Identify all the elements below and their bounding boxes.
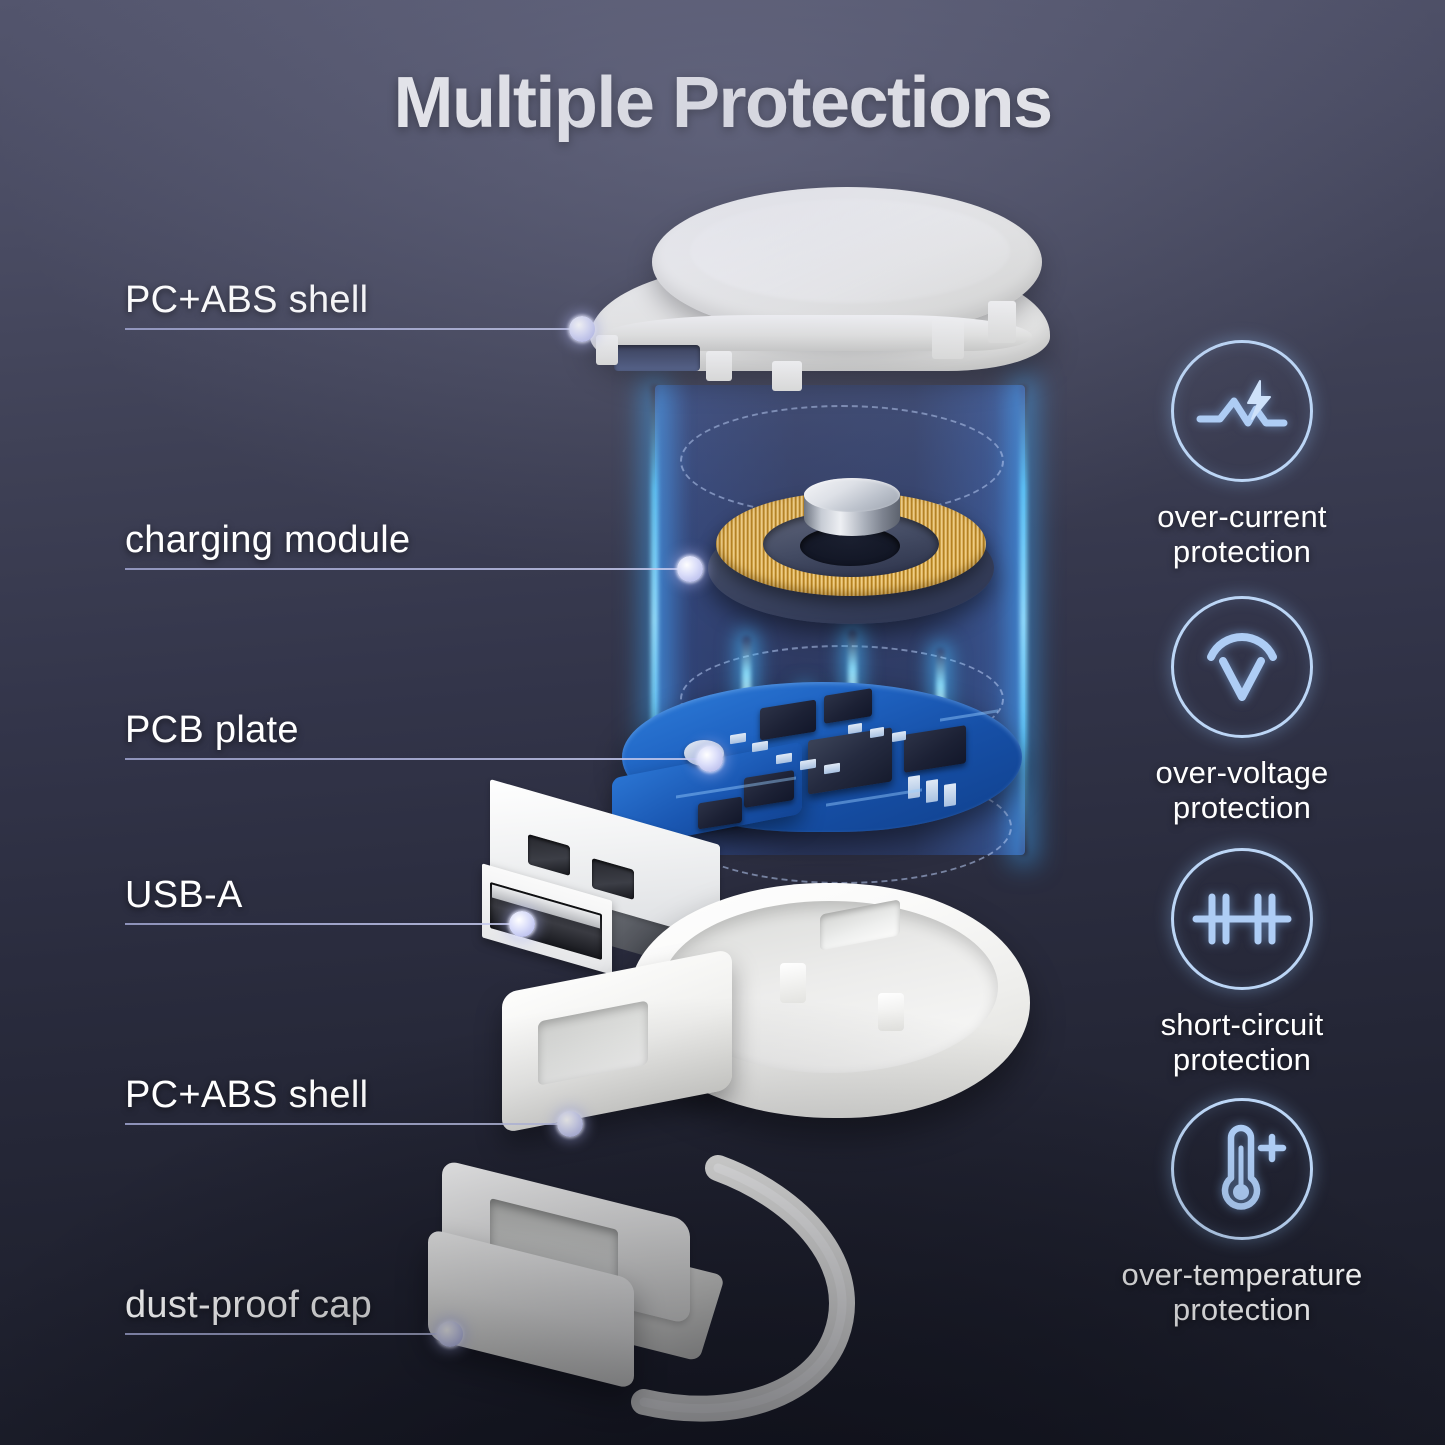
feature-label-line1: over-voltage [1155, 755, 1329, 790]
top-shell-tab-4 [932, 319, 964, 359]
feature-short-circuit: short-circuit protection [1092, 848, 1392, 1077]
callout-label: PCB plate [125, 709, 299, 751]
charging-coil [700, 472, 1000, 632]
callout-dot [557, 1111, 583, 1137]
callout-dot [509, 911, 535, 937]
current-waveform-bolt-icon [1171, 340, 1313, 482]
feature-label: over-current protection [1092, 499, 1392, 569]
top-shell-tab-1 [596, 335, 618, 365]
feature-label: short-circuit protection [1092, 1007, 1392, 1077]
pcb-smd-11 [944, 783, 956, 807]
pcb-smd-10 [926, 779, 938, 803]
callout-leader-line [125, 568, 685, 570]
coil-magnet [804, 478, 900, 548]
top-shell-tab-5 [988, 301, 1016, 343]
voltage-arc-v-icon [1171, 596, 1313, 738]
feature-label-line1: over-current [1157, 499, 1327, 534]
magnet-top-face [804, 478, 900, 512]
callout-label: dust-proof cap [125, 1284, 373, 1326]
feature-label-line1: short-circuit [1160, 1007, 1324, 1042]
feature-label-line2: protection [1172, 1041, 1312, 1077]
callout-leader-line [125, 1123, 565, 1125]
callout-leader-line [125, 1333, 445, 1335]
dust-cap [420, 1159, 750, 1420]
callout-dot [569, 316, 595, 342]
top-shell-tab-3 [772, 361, 802, 391]
thermometer-plus-icon [1171, 1098, 1313, 1240]
feature-over-temperature: over-temperature protection [1092, 1098, 1392, 1327]
callout-dot [437, 1321, 463, 1347]
feature-over-voltage: over-voltage protection [1092, 596, 1392, 825]
top-shell-slot [614, 345, 700, 371]
callout-leader-line [125, 923, 517, 925]
callout-label: USB-A [125, 874, 243, 916]
feature-over-current: over-current protection [1092, 340, 1392, 569]
feature-label-line2: protection [1172, 1291, 1312, 1327]
callout-dot [697, 746, 723, 772]
callout-leader-line [125, 328, 577, 330]
feature-label-line2: protection [1172, 533, 1312, 569]
top-shell [540, 185, 1080, 415]
callout-label: charging module [125, 519, 411, 561]
feature-label-line2: protection [1172, 789, 1312, 825]
feature-label: over-voltage protection [1092, 755, 1392, 825]
callout-dot [677, 556, 703, 582]
top-shell-tab-2 [706, 351, 732, 381]
bottom-shell-post-1 [780, 963, 806, 1003]
callout-label: PC+ABS shell [125, 1074, 369, 1116]
feature-label-line1: over-temperature [1121, 1257, 1363, 1292]
callout-label: PC+ABS shell [125, 279, 369, 321]
feature-label: over-temperature protection [1092, 1257, 1392, 1327]
pcb-smd-9 [908, 775, 920, 799]
callout-leader-line [125, 758, 705, 760]
circuit-fuse-icon [1171, 848, 1313, 990]
bottom-shell-post-2 [878, 993, 904, 1031]
top-shell-highlight [690, 199, 1010, 303]
